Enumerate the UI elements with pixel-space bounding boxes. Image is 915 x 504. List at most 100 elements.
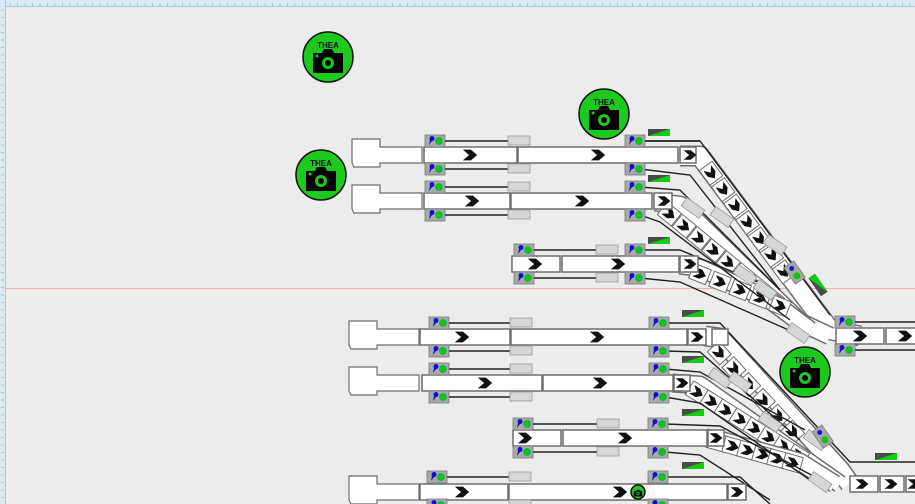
ramp-indicator-icon[interactable] bbox=[682, 356, 704, 363]
balise[interactable] bbox=[595, 272, 619, 283]
signal[interactable] bbox=[428, 344, 450, 358]
ramp-indicator-icon[interactable] bbox=[682, 462, 704, 469]
track-section-body[interactable] bbox=[562, 429, 708, 447]
track-section[interactable] bbox=[711, 328, 729, 346]
signal[interactable] bbox=[424, 162, 446, 176]
balise[interactable] bbox=[509, 391, 533, 402]
camera-marker[interactable] bbox=[630, 484, 646, 500]
track-section[interactable] bbox=[508, 483, 728, 501]
signal[interactable] bbox=[426, 470, 448, 484]
track-section-body[interactable] bbox=[679, 255, 699, 273]
track-section-body[interactable] bbox=[421, 374, 543, 392]
balise[interactable] bbox=[762, 234, 788, 256]
ramp-indicator-icon[interactable] bbox=[682, 409, 704, 416]
balise[interactable] bbox=[509, 317, 533, 328]
horizontal-guide-line[interactable] bbox=[6, 288, 915, 289]
signal[interactable] bbox=[834, 343, 856, 357]
balise[interactable] bbox=[757, 411, 783, 433]
horizontal-ruler[interactable] bbox=[0, 0, 915, 7]
signal[interactable] bbox=[624, 208, 646, 222]
track-section[interactable] bbox=[679, 255, 699, 273]
track-section-body[interactable] bbox=[508, 483, 728, 501]
track-section[interactable] bbox=[511, 255, 561, 273]
track-section[interactable] bbox=[905, 475, 915, 493]
signal[interactable] bbox=[624, 243, 646, 257]
ramp-indicator-icon[interactable] bbox=[875, 453, 897, 460]
ramp-indicator-icon[interactable] bbox=[648, 175, 670, 182]
balise[interactable] bbox=[707, 367, 733, 389]
signal[interactable] bbox=[428, 390, 450, 404]
balise[interactable] bbox=[595, 244, 619, 255]
buffer-stop[interactable] bbox=[351, 138, 423, 168]
signal[interactable] bbox=[648, 390, 670, 404]
buffer-stop[interactable] bbox=[348, 475, 420, 504]
camera-marker[interactable]: THEA bbox=[302, 31, 354, 83]
balise[interactable] bbox=[752, 279, 778, 301]
signal[interactable] bbox=[811, 424, 834, 449]
signal[interactable] bbox=[513, 243, 535, 257]
buffer-stop[interactable] bbox=[348, 366, 420, 396]
balise[interactable] bbox=[727, 371, 753, 393]
camera-marker[interactable]: THEA bbox=[295, 149, 347, 201]
track-section[interactable] bbox=[510, 328, 688, 346]
balise[interactable] bbox=[507, 209, 531, 220]
balise[interactable] bbox=[508, 499, 532, 504]
signal[interactable] bbox=[424, 208, 446, 222]
signal[interactable] bbox=[428, 362, 450, 376]
signal[interactable] bbox=[648, 316, 670, 330]
balise[interactable] bbox=[785, 322, 811, 344]
signal[interactable] bbox=[647, 445, 669, 459]
signal[interactable] bbox=[513, 271, 535, 285]
balise[interactable] bbox=[596, 418, 620, 429]
track-section-body[interactable] bbox=[905, 475, 915, 493]
track-section[interactable] bbox=[653, 192, 673, 210]
track-section-body[interactable] bbox=[885, 327, 915, 345]
balise[interactable] bbox=[509, 363, 533, 374]
signal[interactable] bbox=[512, 445, 534, 459]
balise[interactable] bbox=[507, 181, 531, 192]
balise[interactable] bbox=[596, 446, 620, 457]
signal[interactable] bbox=[424, 134, 446, 148]
signal[interactable] bbox=[647, 470, 669, 484]
track-section[interactable] bbox=[423, 192, 511, 210]
signal[interactable] bbox=[647, 417, 669, 431]
buffer-stop[interactable] bbox=[348, 320, 420, 350]
track-section-body[interactable] bbox=[423, 192, 511, 210]
camera-marker[interactable]: THEA bbox=[779, 346, 831, 398]
vertical-ruler[interactable] bbox=[0, 0, 6, 504]
balise[interactable] bbox=[509, 345, 533, 356]
track-section[interactable] bbox=[512, 429, 562, 447]
balise[interactable] bbox=[508, 471, 532, 482]
track-section[interactable] bbox=[542, 374, 674, 392]
track-section[interactable] bbox=[517, 146, 679, 164]
ramp-indicator-icon[interactable] bbox=[648, 237, 670, 244]
signal[interactable] bbox=[624, 180, 646, 194]
signal[interactable] bbox=[426, 498, 448, 504]
signal[interactable] bbox=[783, 260, 806, 285]
signal[interactable] bbox=[834, 315, 856, 329]
balise[interactable] bbox=[680, 197, 706, 219]
ramp-indicator-icon[interactable] bbox=[648, 129, 670, 136]
camera-marker[interactable]: THEA bbox=[578, 88, 630, 140]
track-section[interactable] bbox=[419, 483, 509, 501]
balise[interactable] bbox=[507, 135, 531, 146]
track-section[interactable] bbox=[423, 146, 518, 164]
balise[interactable] bbox=[709, 206, 735, 228]
balise[interactable] bbox=[807, 471, 833, 493]
track-section[interactable] bbox=[885, 327, 915, 345]
signal[interactable] bbox=[648, 362, 670, 376]
signal[interactable] bbox=[647, 498, 669, 504]
track-section[interactable] bbox=[835, 327, 885, 345]
ramp-indicator-icon[interactable] bbox=[682, 310, 704, 317]
track-section[interactable] bbox=[510, 192, 653, 210]
signal[interactable] bbox=[512, 417, 534, 431]
track-section[interactable] bbox=[421, 374, 543, 392]
track-section[interactable] bbox=[562, 429, 708, 447]
signal[interactable] bbox=[624, 271, 646, 285]
track-section-body[interactable] bbox=[653, 192, 673, 210]
ramp-indicator-icon[interactable] bbox=[808, 273, 828, 297]
balise[interactable] bbox=[507, 163, 531, 174]
track-section-body[interactable] bbox=[711, 328, 729, 346]
track-section-body[interactable] bbox=[542, 374, 674, 392]
